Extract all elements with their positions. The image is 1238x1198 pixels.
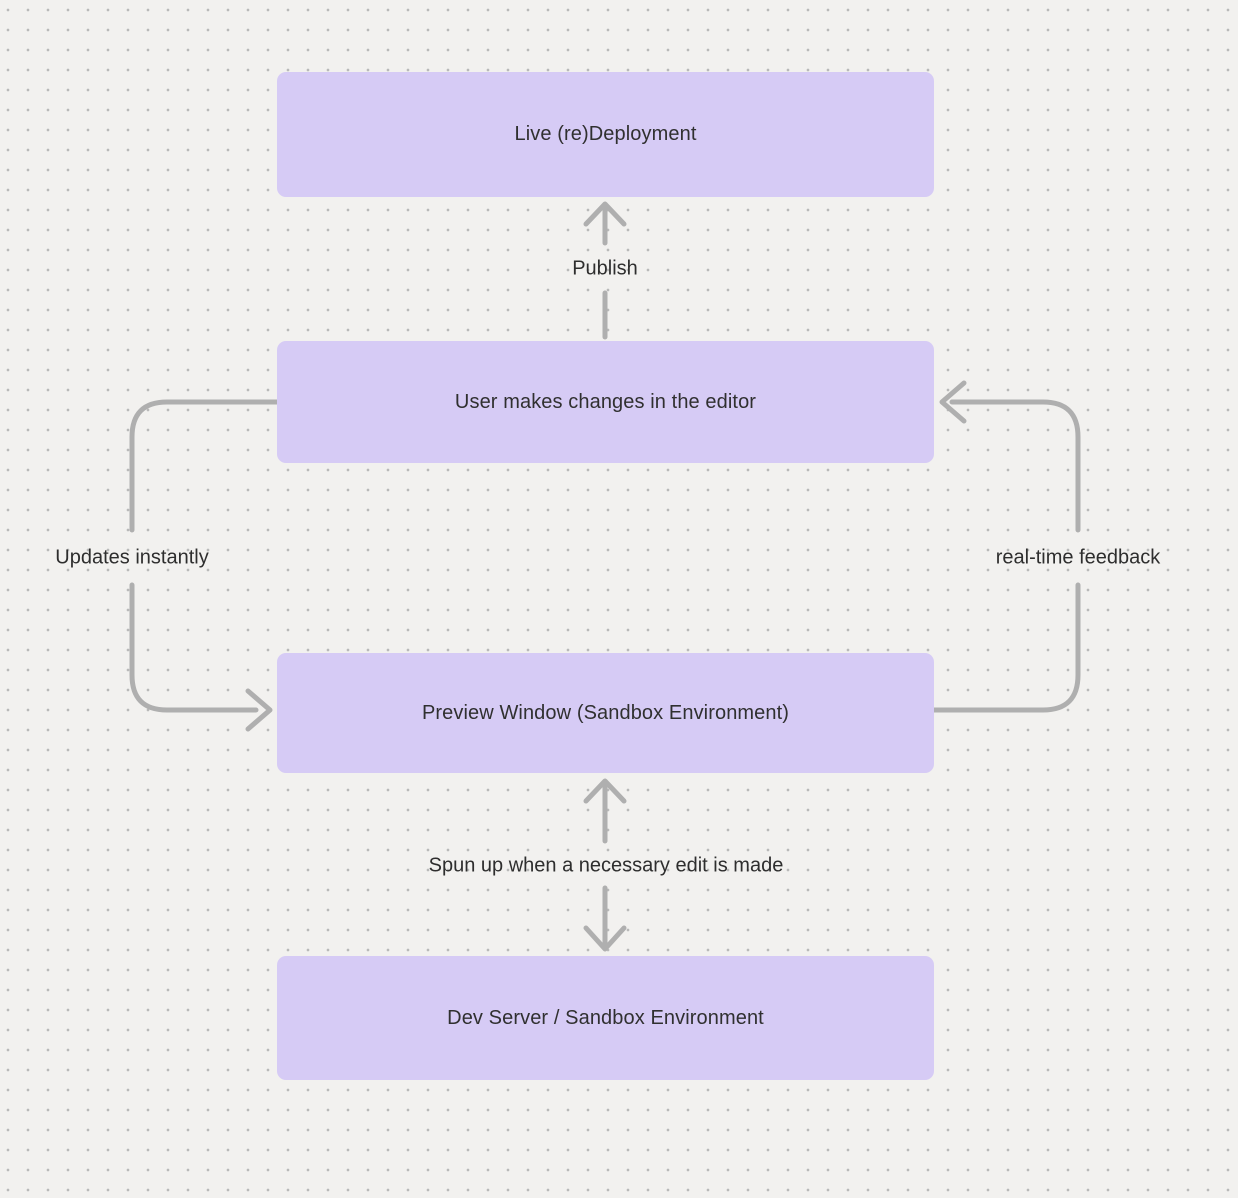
node-preview-window[interactable]: Preview Window (Sandbox Environment): [277, 653, 934, 773]
edge-label-realtime-feedback: real-time feedback: [995, 546, 1161, 569]
node-dev-server[interactable]: Dev Server / Sandbox Environment: [277, 956, 934, 1080]
node-live-redeployment-label: Live (re)Deployment: [514, 123, 697, 145]
edge-label-spun-up: Spun up when a necessary edit is made: [428, 854, 784, 877]
edge-label-publish: Publish: [572, 257, 638, 280]
edge-label-updates-instantly: Updates instantly: [55, 546, 209, 569]
node-dev-server-label: Dev Server / Sandbox Environment: [447, 1006, 764, 1029]
node-live-redeployment[interactable]: Live (re)Deployment: [277, 72, 934, 197]
node-editor-changes[interactable]: User makes changes in the editor: [277, 341, 934, 463]
node-preview-window-label: Preview Window (Sandbox Environment): [421, 701, 790, 724]
node-editor-changes-label: User makes changes in the editor: [454, 390, 757, 413]
